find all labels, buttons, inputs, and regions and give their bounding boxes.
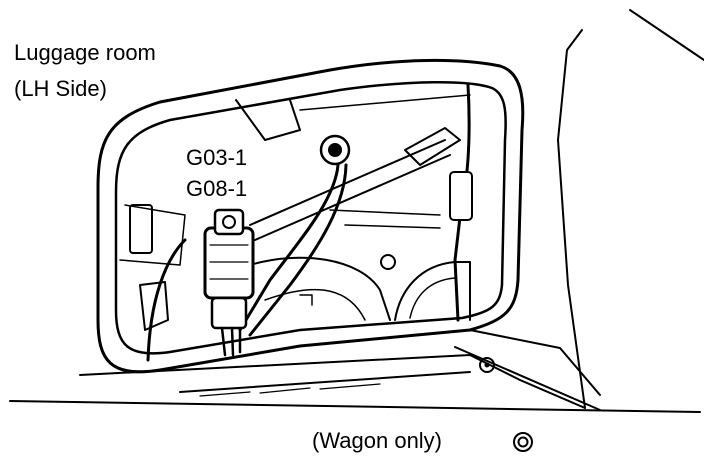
lamp-wire-1 (238, 163, 340, 332)
connector-wires (220, 326, 242, 357)
connector-latch (213, 208, 245, 236)
sill-line (79, 354, 586, 409)
upper-rail (299, 94, 471, 111)
footnote-label: (Wagon only) (312, 428, 443, 453)
floor-ridge (329, 209, 441, 229)
location-label-line1: Luggage room (14, 40, 156, 65)
connector-hatch (209, 244, 249, 280)
floor-line (9, 400, 701, 413)
circled-symbol-icon (513, 432, 533, 452)
sill-ridge (179, 371, 471, 393)
wheel-arch-inner (409, 277, 456, 319)
upper-bracket (235, 99, 301, 141)
left-slot (129, 204, 153, 254)
left-harness (146, 238, 187, 362)
lamp-wire-2 (248, 163, 348, 337)
left-trim-edge (119, 204, 186, 266)
bolt-body-core (484, 362, 490, 368)
right-harness-clip (449, 171, 473, 221)
small-clip (299, 294, 313, 306)
body-crease-lower (454, 346, 601, 411)
lamp-socket-core (328, 143, 342, 157)
location-label-line2: (LH Side) (14, 76, 107, 101)
sill-hatch (199, 383, 381, 397)
left-lower-clip (139, 281, 169, 331)
bolt-body (479, 357, 495, 373)
circled-symbol-inner (517, 436, 529, 448)
panel-opening-inner (114, 80, 507, 355)
panel-opening-outer (96, 58, 525, 374)
roof-line (629, 9, 704, 61)
lower-panel-curve (249, 256, 391, 321)
connector-label-g08: G08-1 (186, 176, 248, 201)
bolt-center (380, 254, 396, 270)
connector-label-g03: G03-1 (186, 145, 248, 170)
rear-glass-outline (557, 29, 586, 409)
brace-bracket (404, 127, 461, 166)
body-crease-upper (469, 329, 601, 396)
connector-latch-hole (222, 215, 236, 229)
lower-panel-curve-2 (264, 288, 366, 321)
connector-boot (210, 296, 248, 330)
connector-housing (203, 226, 255, 300)
diagonal-brace (249, 139, 451, 241)
